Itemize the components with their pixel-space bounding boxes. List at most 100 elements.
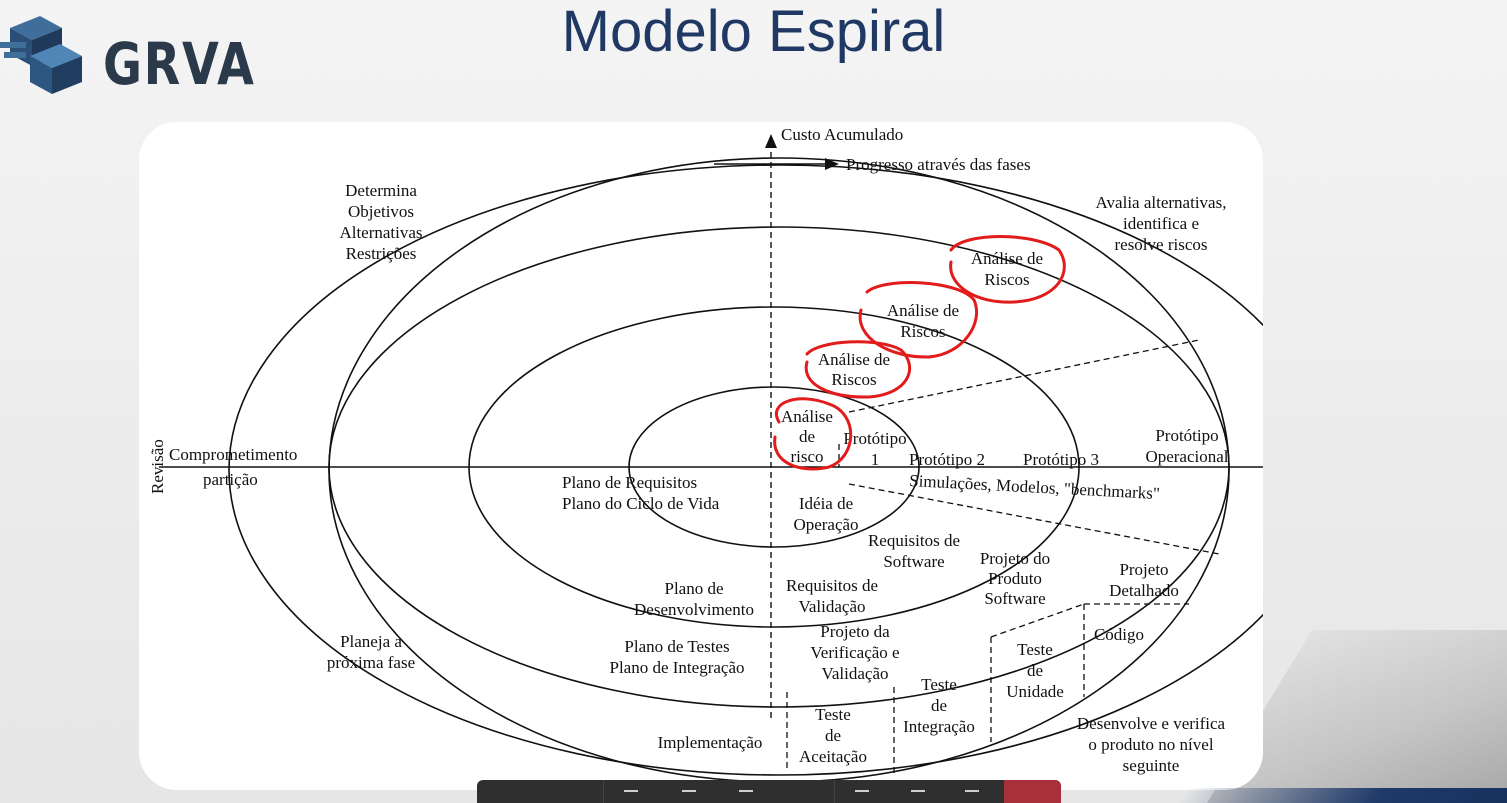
svg-text:Restrições: Restrições — [346, 244, 417, 263]
svg-text:Software: Software — [984, 589, 1045, 608]
svg-text:Análise: Análise — [781, 407, 833, 426]
svg-text:Plano de Integração: Plano de Integração — [610, 658, 745, 677]
svg-text:Validação: Validação — [798, 597, 865, 616]
code-label: Código — [1094, 625, 1144, 644]
svg-text:Operacional: Operacional — [1145, 447, 1228, 466]
risk-analysis-3: Análise de Riscos — [887, 301, 959, 341]
risk-analysis-1: Análise de risco — [781, 407, 833, 466]
svg-text:Teste: Teste — [921, 675, 957, 694]
integration-test: Teste de Integração — [903, 675, 975, 736]
svg-text:Idéia de: Idéia de — [799, 494, 853, 513]
risk-analysis-2: Análise de Riscos — [818, 350, 890, 389]
svg-text:risco: risco — [790, 447, 823, 466]
implementation-label: Implementação — [658, 733, 763, 752]
svg-text:seguinte: seguinte — [1123, 756, 1180, 775]
svg-text:Riscos: Riscos — [900, 322, 945, 341]
screen-icon[interactable] — [739, 790, 753, 802]
plan-development: Plano de Desenvolvimento — [634, 579, 754, 619]
acceptance-test: Teste de Aceitação — [799, 705, 867, 766]
quadrant-bottom-left: Planeja a próxima fase — [327, 632, 415, 672]
detailed-design: Projeto Detalhado — [1109, 560, 1179, 600]
svg-text:Riscos: Riscos — [984, 270, 1029, 289]
plan-requirements: Plano de Requisitos Plano do Ciclo de Vi… — [562, 473, 720, 513]
svg-text:Planeja a: Planeja a — [340, 632, 402, 651]
svg-text:Verificação e: Verificação e — [810, 643, 899, 662]
spiral-model-diagram: Custo Acumulado Progresso através das fa… — [148, 125, 1263, 783]
verification-design: Projeto da Verificação e Validação — [810, 622, 899, 683]
svg-text:Projeto: Projeto — [1119, 560, 1168, 579]
svg-text:Desenvolve e verifica: Desenvolve e verifica — [1077, 714, 1226, 733]
record-icon[interactable] — [911, 790, 925, 802]
prototype-1: Protótipo 1 — [843, 429, 906, 469]
quadrant-top-right: Avalia alternativas, identifica e resolv… — [1096, 193, 1227, 254]
svg-text:de: de — [799, 427, 815, 446]
quadrant-top-left: Determina Objetivos Alternativas Restriç… — [339, 181, 422, 263]
svg-text:Análise de: Análise de — [971, 249, 1043, 268]
pen-icon[interactable] — [624, 790, 638, 802]
svg-text:Operação: Operação — [793, 515, 858, 534]
software-requirements: Requisitos de Software — [868, 531, 960, 571]
svg-text:Protótipo: Protótipo — [843, 429, 906, 448]
red-annotation-circle-2 — [804, 340, 912, 399]
svg-text:Projeto do: Projeto do — [980, 549, 1050, 568]
brand-name: GRVA — [103, 30, 256, 98]
svg-text:Projeto da: Projeto da — [820, 622, 890, 641]
toolbar-divider — [603, 780, 604, 803]
toolbar-divider — [834, 780, 835, 803]
svg-text:Integração: Integração — [903, 717, 975, 736]
progress-arrow-icon — [825, 158, 839, 170]
red-annotation-circle-4 — [949, 235, 1066, 304]
svg-text:Plano do Ciclo de Vida: Plano do Ciclo de Vida — [562, 494, 720, 513]
svg-text:Plano de: Plano de — [664, 579, 723, 598]
svg-text:o produto no nível: o produto no nível — [1088, 735, 1213, 754]
marker-icon[interactable] — [682, 790, 696, 802]
product-design: Projeto do Produto Software — [980, 549, 1050, 608]
svg-text:Requisitos de: Requisitos de — [868, 531, 960, 550]
spiral-diagram-card: Custo Acumulado Progresso através das fa… — [139, 122, 1263, 790]
svg-text:1: 1 — [871, 450, 880, 469]
svg-text:resolve riscos: resolve riscos — [1114, 235, 1207, 254]
svg-text:de: de — [1027, 661, 1043, 680]
svg-text:Teste: Teste — [1017, 640, 1053, 659]
side-label: Revisão — [148, 439, 167, 494]
svg-text:Unidade: Unidade — [1006, 682, 1064, 701]
decorative-ribbon — [1177, 788, 1507, 803]
bottom-toolbar[interactable] — [477, 780, 1061, 803]
svg-text:Protótipo: Protótipo — [1155, 426, 1218, 445]
svg-text:Detalhado: Detalhado — [1109, 581, 1179, 600]
quadrant-bottom-right: Desenvolve e verifica o produto no nível… — [1077, 714, 1226, 775]
plan-tests: Plano de Testes Plano de Integração — [610, 637, 745, 677]
prototype-2: Protótipo 2 — [909, 450, 985, 469]
svg-text:Desenvolvimento: Desenvolvimento — [634, 600, 754, 619]
svg-text:Alternativas: Alternativas — [339, 223, 422, 242]
svg-text:Análise de: Análise de — [887, 301, 959, 320]
unit-test: Teste de Unidade — [1006, 640, 1064, 701]
prototype-operational: Protótipo Operacional — [1145, 426, 1228, 466]
svg-text:Avalia alternativas,: Avalia alternativas, — [1096, 193, 1227, 212]
svg-text:Análise de: Análise de — [818, 350, 890, 369]
prototype-3: Protótipo 3 — [1023, 450, 1099, 469]
svg-text:Produto: Produto — [988, 569, 1042, 588]
svg-text:Riscos: Riscos — [831, 370, 876, 389]
spiral-ring-5 — [328, 157, 1230, 783]
red-annotation-circle-3 — [858, 281, 979, 359]
red-annotation-circle-1 — [773, 397, 853, 471]
svg-text:próxima fase: próxima fase — [327, 653, 415, 672]
svg-text:Determina: Determina — [345, 181, 417, 200]
spiral-ring-4 — [228, 164, 1263, 776]
grva-logo: GRVA — [0, 8, 254, 98]
hand-icon[interactable] — [855, 790, 869, 802]
svg-text:de: de — [825, 726, 841, 745]
svg-text:de: de — [931, 696, 947, 715]
svg-text:Requisitos de: Requisitos de — [786, 576, 878, 595]
stop-button[interactable] — [1004, 780, 1061, 803]
svg-text:Plano de Testes: Plano de Testes — [624, 637, 729, 656]
svg-text:partição: partição — [203, 470, 258, 489]
simulations-label: Simulações, Modelos, "benchmarks" — [909, 471, 1161, 503]
svg-text:Teste: Teste — [815, 705, 851, 724]
svg-text:Aceitação: Aceitação — [799, 747, 867, 766]
svg-text:Comprometimento: Comprometimento — [169, 445, 297, 464]
risk-analysis-4: Análise de Riscos — [971, 249, 1043, 289]
settings-icon[interactable] — [965, 790, 979, 802]
grva-logo-icon — [0, 16, 82, 94]
